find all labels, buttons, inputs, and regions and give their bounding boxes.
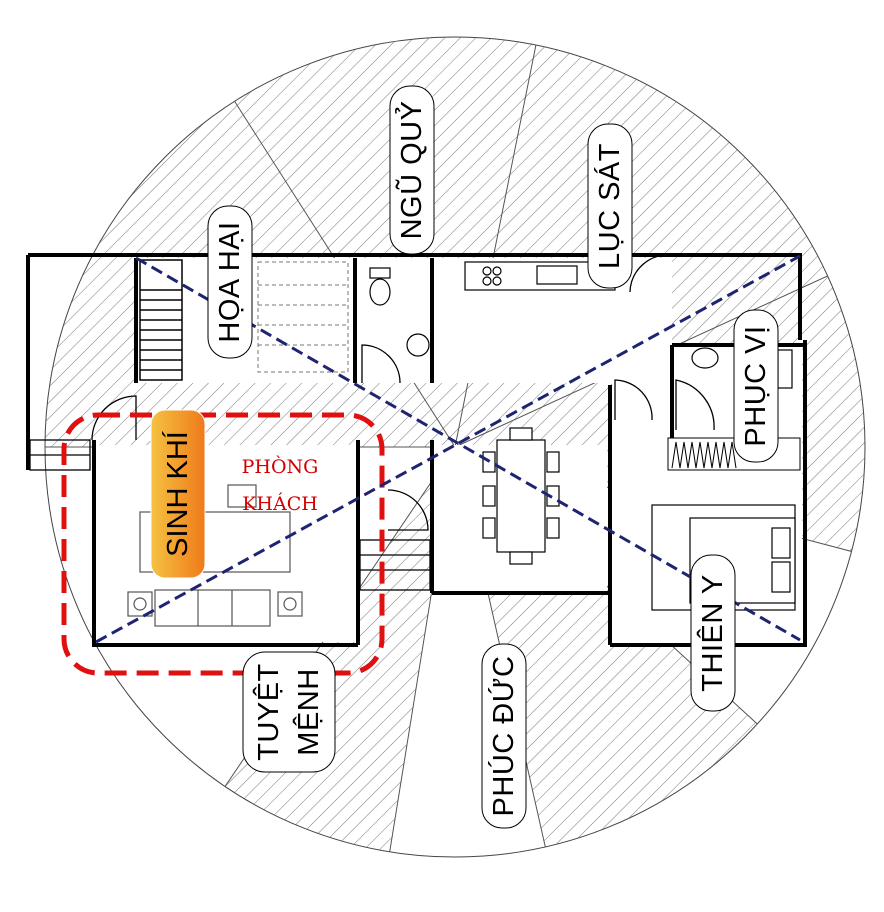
toilet-fixture xyxy=(369,267,430,357)
room-label-line1: PHÒNG xyxy=(242,455,319,478)
label-tuyet-menh: TUYỆT MỆNH xyxy=(242,651,336,773)
label-thien-y: THIÊN Y xyxy=(690,554,736,712)
wc-floor xyxy=(356,258,432,383)
wc-door xyxy=(361,344,401,384)
dining-table xyxy=(482,427,560,565)
staircase xyxy=(139,259,183,381)
living-door xyxy=(387,489,429,531)
living-room-highlight xyxy=(61,412,385,676)
zone-text-ngu-quy: NGŨ QUỶ xyxy=(394,101,428,240)
label-phuc-vi: PHỤC VỊ xyxy=(733,309,779,463)
living-room-floor xyxy=(96,445,358,642)
kitchen-door xyxy=(629,254,669,293)
label-ngu-quy: NGŨ QUỶ xyxy=(389,85,435,255)
living-room-furniture xyxy=(127,484,303,627)
zone-text-phuc-duc: PHÚC ĐỨC xyxy=(487,656,520,817)
label-hoa-hai: HỌA HẠI xyxy=(207,205,253,359)
entrance-door xyxy=(91,395,137,441)
zone-text-tuyet: TUYỆT xyxy=(252,663,285,761)
zone-text-hoa-hai: HỌA HẠI xyxy=(214,221,246,342)
zone-text-sinh-khi: SINH KHÍ xyxy=(161,430,194,557)
room-label-line2: KHÁCH xyxy=(242,492,318,515)
upper-stairs xyxy=(257,261,349,373)
label-sinh-khi: SINH KHÍ xyxy=(150,409,206,579)
bath-fixtures xyxy=(691,347,793,389)
floor-plan xyxy=(26,253,807,647)
bath-door xyxy=(675,379,715,431)
entrance-steps xyxy=(29,439,91,471)
porch-stairs xyxy=(359,539,431,591)
bedroom-door xyxy=(614,379,653,421)
zone-text-thien-y: THIÊN Y xyxy=(696,574,729,691)
zone-text-luc-sat: LỤC SÁT xyxy=(593,143,626,269)
label-phuc-duc: PHÚC ĐỨC xyxy=(481,643,527,829)
zone-text-menh: MỆNH xyxy=(292,668,325,755)
zone-text-phuc-vi: PHỤC VỊ xyxy=(740,325,772,446)
label-luc-sat: LỤC SÁT xyxy=(587,123,633,289)
